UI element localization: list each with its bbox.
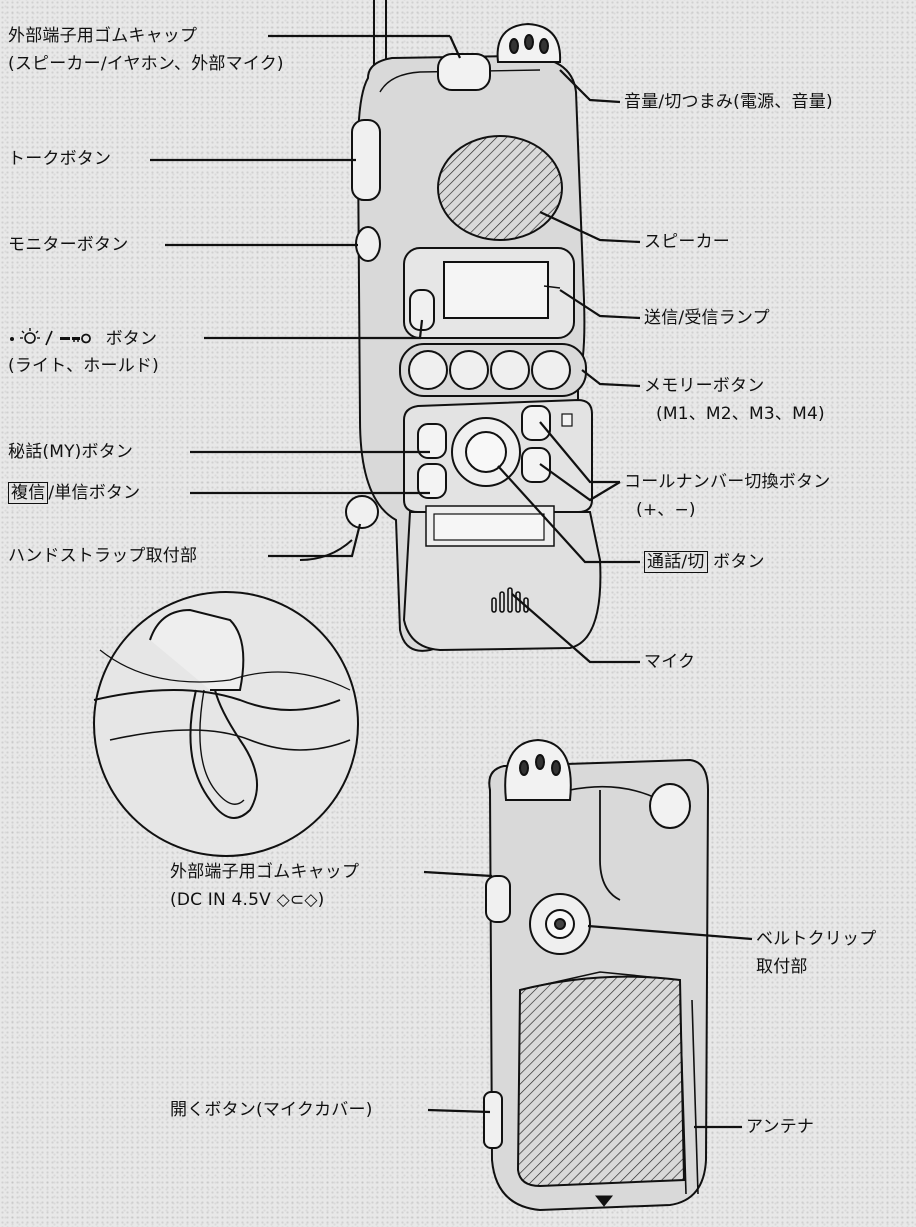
light-hold-button-label-text: ボタン (105, 329, 158, 349)
label-ext-cap-back-2: (DC IN 4.5V ◇⊂◇) (170, 890, 325, 910)
strap-magnified-inset (93, 591, 359, 857)
monitor-button-shape (355, 226, 381, 262)
leader-open (427, 1108, 491, 1114)
label-ext-cap-back-1: 外部端子用ゴムキャップ (170, 862, 360, 882)
memory-button-m2 (449, 350, 489, 390)
back-rubber-cap (485, 875, 511, 923)
call-key-rest: ボタン (713, 552, 765, 572)
leader-callnumber-b (539, 463, 621, 502)
label-light-hold-button-2: (ライト、ホールド) (8, 356, 159, 376)
label-tx-rx-lamp: 送信/受信ランプ (644, 308, 770, 328)
label-duplex-button: 複信/単信ボタン (8, 482, 140, 504)
label-callnumber-1: コールナンバー切換ボタン (624, 472, 831, 492)
label-belt-clip-1: ベルトクリップ (756, 929, 877, 949)
label-open-button: 開くボタン(マイクカバー) (170, 1100, 373, 1120)
light-hold-symbols (10, 328, 91, 346)
leader-ext-cap-back (423, 870, 493, 878)
key-icon (60, 333, 91, 344)
leader-strap (268, 523, 362, 558)
memory-button-m4 (531, 350, 571, 390)
label-monitor-button: モニターボタン (8, 235, 129, 255)
front-view-radio (93, 0, 602, 857)
label-ext-cap-top-1: 外部端子用ゴムキャップ (8, 26, 198, 46)
leader-lamp (559, 289, 641, 320)
label-light-hold-button: ボタン (8, 327, 157, 350)
label-antenna: アンテナ (746, 1117, 815, 1137)
open-button-shape (483, 1091, 503, 1149)
lcd-screen (443, 261, 549, 319)
top-rubber-cap (437, 53, 491, 91)
label-ext-cap-top-2: (スピーカー/イヤホン、外部マイク) (8, 54, 284, 74)
secret-button-shape (417, 423, 447, 459)
label-belt-clip-2: 取付部 (756, 957, 808, 977)
callnumber-plus-shape (521, 405, 551, 441)
leader-light (204, 319, 424, 340)
leader-lines (150, 34, 753, 1129)
leader-volume (559, 69, 621, 104)
label-volume-knob: 音量/切つまみ(電源、音量) (624, 92, 833, 112)
label-talk-button: トークボタン (8, 149, 112, 169)
duplex-key-box: 複信 (8, 482, 49, 504)
leader-callnumber-a (539, 421, 620, 484)
label-mic: マイク (644, 652, 696, 672)
call-key-box: 通話/切 (644, 551, 708, 573)
duplex-key-rest: /単信ボタン (48, 483, 141, 503)
strap-mount-shape (345, 495, 379, 529)
mic-holes (491, 587, 529, 613)
back-antenna-top (649, 783, 691, 829)
label-callnumber-2: (+、−) (636, 500, 696, 520)
leader-call (497, 465, 640, 564)
label-memory-button-1: メモリーボタン (644, 376, 765, 396)
leader-speaker (539, 211, 641, 244)
label-call-button: 通話/切 ボタン (644, 551, 765, 573)
label-memory-button-2: (M1、M2、M3、M4) (656, 404, 825, 424)
label-secret-button: 秘話(MY)ボタン (8, 442, 134, 462)
talk-button-shape (351, 119, 381, 201)
label-strap-mount: ハンドストラップ取付部 (8, 546, 198, 566)
light-hold-button-shape (409, 289, 435, 331)
duplex-button-shape (417, 463, 447, 499)
memory-button-m1 (408, 350, 448, 390)
back-view-radio (483, 738, 710, 1212)
speaker-grille (437, 135, 563, 241)
leader-belt-clip (587, 924, 753, 941)
memory-button-m3 (490, 350, 530, 390)
label-speaker: スピーカー (644, 232, 730, 252)
leader-memory (581, 369, 641, 388)
clip-arm (599, 790, 621, 901)
callnumber-minus-shape (521, 447, 551, 483)
back-volume-knob (504, 738, 572, 801)
back-antenna-rod (679, 999, 699, 1195)
sun-icon (24, 332, 36, 344)
leader-mic (511, 593, 640, 664)
call-button-inner (465, 431, 507, 473)
